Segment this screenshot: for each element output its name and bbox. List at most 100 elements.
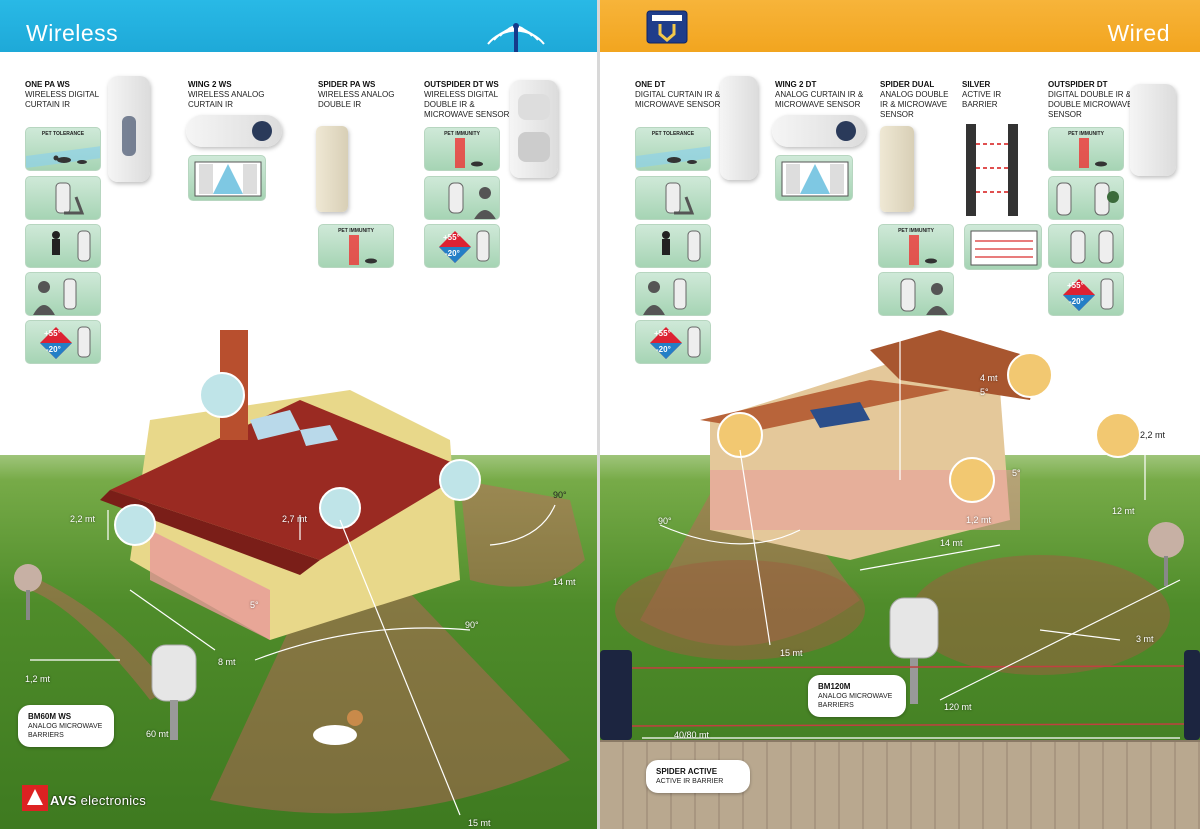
tile-pet-immunity: PET IMMUNITY xyxy=(318,224,394,268)
tile-pet-tolerance: PET TOLERANCE xyxy=(25,127,101,171)
pet-immunity-icon xyxy=(1079,138,1107,168)
sensor-marker xyxy=(717,412,763,458)
dog-icon xyxy=(636,146,710,168)
callout-spider-active: SPIDER ACTIVE ACTIVE IR BARRIER xyxy=(646,760,750,793)
callout-bm120m: BM120M ANALOG MICROWAVE BARRIERS xyxy=(808,675,906,717)
barrier-post xyxy=(889,597,939,659)
pet-immunity-icon xyxy=(909,235,937,265)
one-dt-sensor-image xyxy=(720,76,758,180)
skylight xyxy=(250,410,300,440)
tile-curtain-mount xyxy=(635,176,711,220)
tile-temperature: +55° -20° xyxy=(25,320,101,364)
outdoor-sensor-icon xyxy=(448,182,496,219)
wired-connector-icon xyxy=(646,10,688,44)
tile-curtain-mount xyxy=(25,176,101,220)
barrier-post xyxy=(151,644,197,702)
wireless-panel: Wireless ONE PA WS WIRELESS DIGITAL CURT… xyxy=(0,0,600,829)
tile-person-detection xyxy=(635,272,711,316)
dog-icon xyxy=(313,725,357,745)
product-silver: SILVER ACTIVE IR BARRIER xyxy=(962,80,1002,109)
sensor-marker xyxy=(1095,412,1141,458)
active-ir-post xyxy=(1184,650,1200,740)
callout-bm60m-ws: BM60M WS ANALOG MICROWAVE BARRIERS xyxy=(18,705,114,747)
wing-2-ws-sensor-image xyxy=(186,115,282,147)
anti-masking-icon xyxy=(1056,182,1119,216)
person-icon xyxy=(662,230,701,262)
silhouette-icon xyxy=(33,278,77,315)
barrier-post xyxy=(1148,522,1184,558)
silhouette-icon xyxy=(643,278,687,315)
tile-pet-immunity-2: PET IMMUNITY xyxy=(1048,127,1124,171)
tile-anti-masking-2 xyxy=(1048,176,1124,220)
sensor-marker xyxy=(199,372,245,418)
house-roof xyxy=(700,380,950,430)
tile-pet-immunity-2: PET IMMUNITY xyxy=(424,127,500,171)
outspider-dt-ws-sensor-image xyxy=(510,80,558,178)
tile-temperature-2: +55° -20° xyxy=(424,224,500,268)
one-pa-ws-sensor-image xyxy=(108,76,150,182)
sensor-marker xyxy=(114,504,156,546)
tile-person-detection xyxy=(25,272,101,316)
product-spider-dual: SPIDER DUAL ANALOG DOUBLE IR & MICROWAVE… xyxy=(880,80,949,119)
product-wing-2-dt: WING 2 DT ANALOG CURTAIN IR & MICROWAVE … xyxy=(775,80,864,109)
product-one-pa-ws: ONE PA WS WIRELESS DIGITAL CURTAIN IR xyxy=(25,80,100,109)
temperature-icon xyxy=(40,326,91,359)
tile-pet-immunity: PET IMMUNITY xyxy=(878,224,954,268)
window-icon xyxy=(194,161,262,197)
bracket-icon xyxy=(55,182,85,215)
temperature-icon xyxy=(1063,278,1114,311)
wired-panel: Wired ONE DT DIGITAL CURTAIN IR & MICROW… xyxy=(600,0,1200,829)
sensor-marker xyxy=(1007,352,1053,398)
tile-window-curtain xyxy=(188,155,266,201)
wireless-signal-icon xyxy=(487,23,545,52)
tile-temperature-2: +55° -20° xyxy=(1048,272,1124,316)
silver-barrier-image xyxy=(966,124,1018,216)
outdoor-sensor-icon xyxy=(1070,230,1114,264)
tile-pet-tolerance: PET TOLERANCE xyxy=(635,127,711,171)
product-wing-2-ws: WING 2 WS WIRELESS ANALOG CURTAIN IR xyxy=(188,80,265,109)
wing-2-dt-sensor-image xyxy=(772,115,866,147)
wireless-banner: Wireless xyxy=(0,0,600,52)
tile-window-barrier xyxy=(964,224,1042,270)
spider-pa-ws-sensor-image xyxy=(316,126,348,212)
pet-immunity-icon xyxy=(349,235,377,265)
temperature-icon xyxy=(439,230,490,263)
avs-logo-text: AVS electronics xyxy=(50,793,147,808)
tile-anti-masking xyxy=(635,224,711,268)
wireless-house-scene xyxy=(14,330,585,816)
tile-outdoor-detection xyxy=(878,272,954,316)
coverage-area-barrier xyxy=(30,580,170,700)
sensor-marker xyxy=(949,457,995,503)
tile-outdoor-detection xyxy=(424,176,500,220)
pet-immunity-icon xyxy=(455,138,483,168)
temperature-icon xyxy=(650,326,701,359)
dog-icon xyxy=(26,146,100,168)
bracket-icon xyxy=(665,182,695,215)
product-spider-pa-ws: SPIDER PA WS WIRELESS ANALOG DOUBLE IR xyxy=(318,80,395,109)
wired-house-scene xyxy=(600,285,1200,740)
wired-title: Wired xyxy=(1107,20,1170,46)
sensor-marker xyxy=(319,487,361,529)
person-icon xyxy=(52,230,91,262)
product-outspider-dt: OUTSPIDER DT DIGITAL DOUBLE IR & DOUBLE … xyxy=(1048,80,1133,119)
tile-window-curtain xyxy=(775,155,853,201)
avs-logo-icon xyxy=(22,785,48,811)
wired-banner: Wired xyxy=(600,0,1200,52)
sensor-marker xyxy=(439,459,481,501)
active-ir-post xyxy=(600,650,632,740)
coverage-area-front xyxy=(210,520,570,814)
barrier-post xyxy=(14,564,42,592)
solar-panel xyxy=(810,402,870,428)
tile-outdoor-detection-2 xyxy=(1048,224,1124,268)
window-icon xyxy=(970,230,1038,266)
wireless-title: Wireless xyxy=(26,20,119,46)
product-outspider-dt-ws: OUTSPIDER DT WS WIRELESS DIGITAL DOUBLE … xyxy=(424,80,510,119)
tile-anti-masking xyxy=(25,224,101,268)
tile-temperature: +55° -20° xyxy=(635,320,711,364)
outdoor-sensor-icon xyxy=(900,278,948,315)
product-one-dt: ONE DT DIGITAL CURTAIN IR & MICROWAVE SE… xyxy=(635,80,721,109)
window-icon xyxy=(781,161,849,197)
outspider-dt-sensor-image xyxy=(1130,84,1176,176)
spider-dual-sensor-image xyxy=(880,126,914,212)
